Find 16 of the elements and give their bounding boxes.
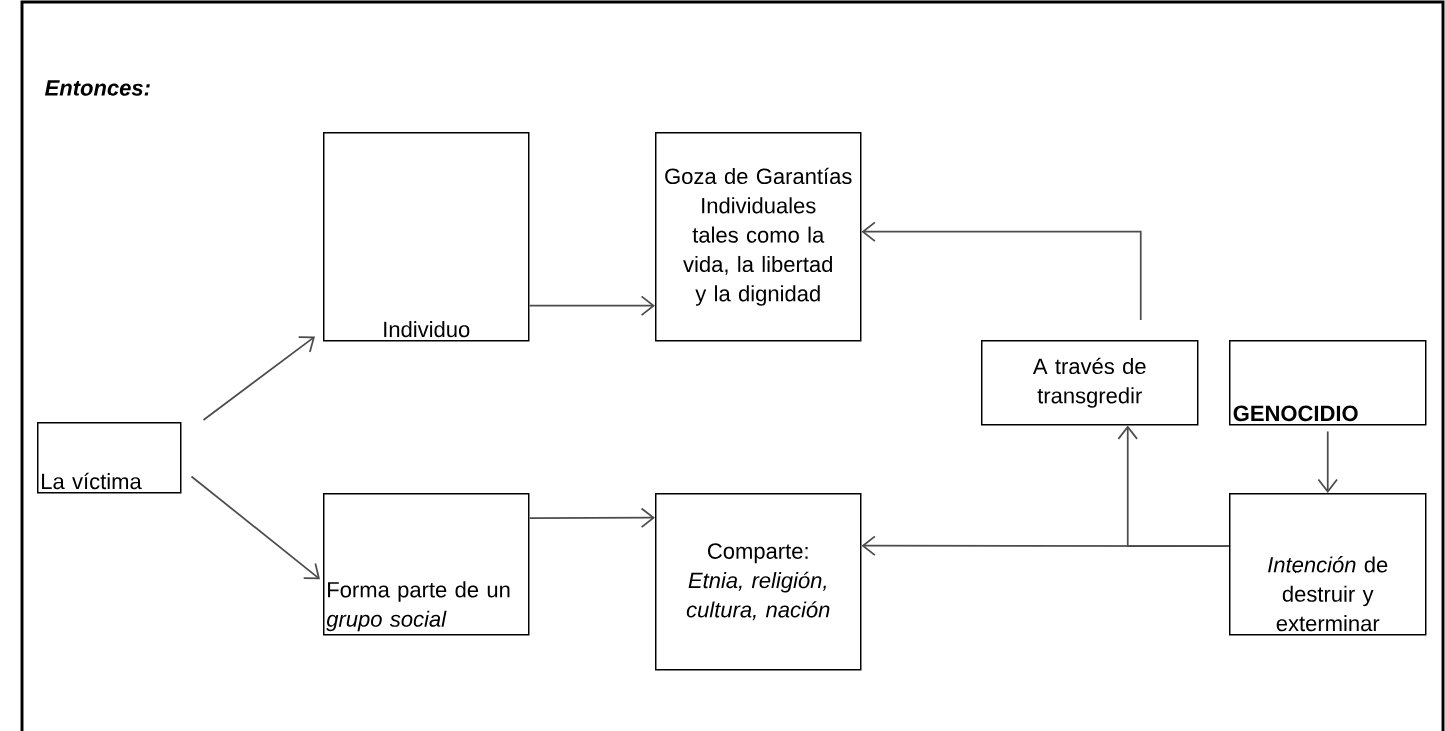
arrow xyxy=(528,507,655,528)
text-box: Goza de Garantías Individuales tales como la vida, la libertad y la dignidad xyxy=(655,132,862,342)
arrow xyxy=(202,336,315,421)
arrow xyxy=(1117,425,1230,548)
heading-label: Entonces: xyxy=(45,80,150,96)
text-box: Comparte: Etnia, religión, cultura, nación xyxy=(655,493,862,671)
text-box: GENOCIDIO xyxy=(1229,340,1427,426)
arrow xyxy=(528,295,655,316)
arrow xyxy=(190,475,320,580)
text-box: La víctima xyxy=(37,422,182,494)
arrow xyxy=(861,221,1142,321)
text-box: Forma parte de un grupo social xyxy=(323,493,530,636)
text-box: Intención de destruir y exterminar xyxy=(1229,493,1427,636)
text-box: A través de transgredir xyxy=(981,340,1199,426)
text-box: Individuo xyxy=(323,132,530,342)
arrow xyxy=(1317,430,1338,493)
